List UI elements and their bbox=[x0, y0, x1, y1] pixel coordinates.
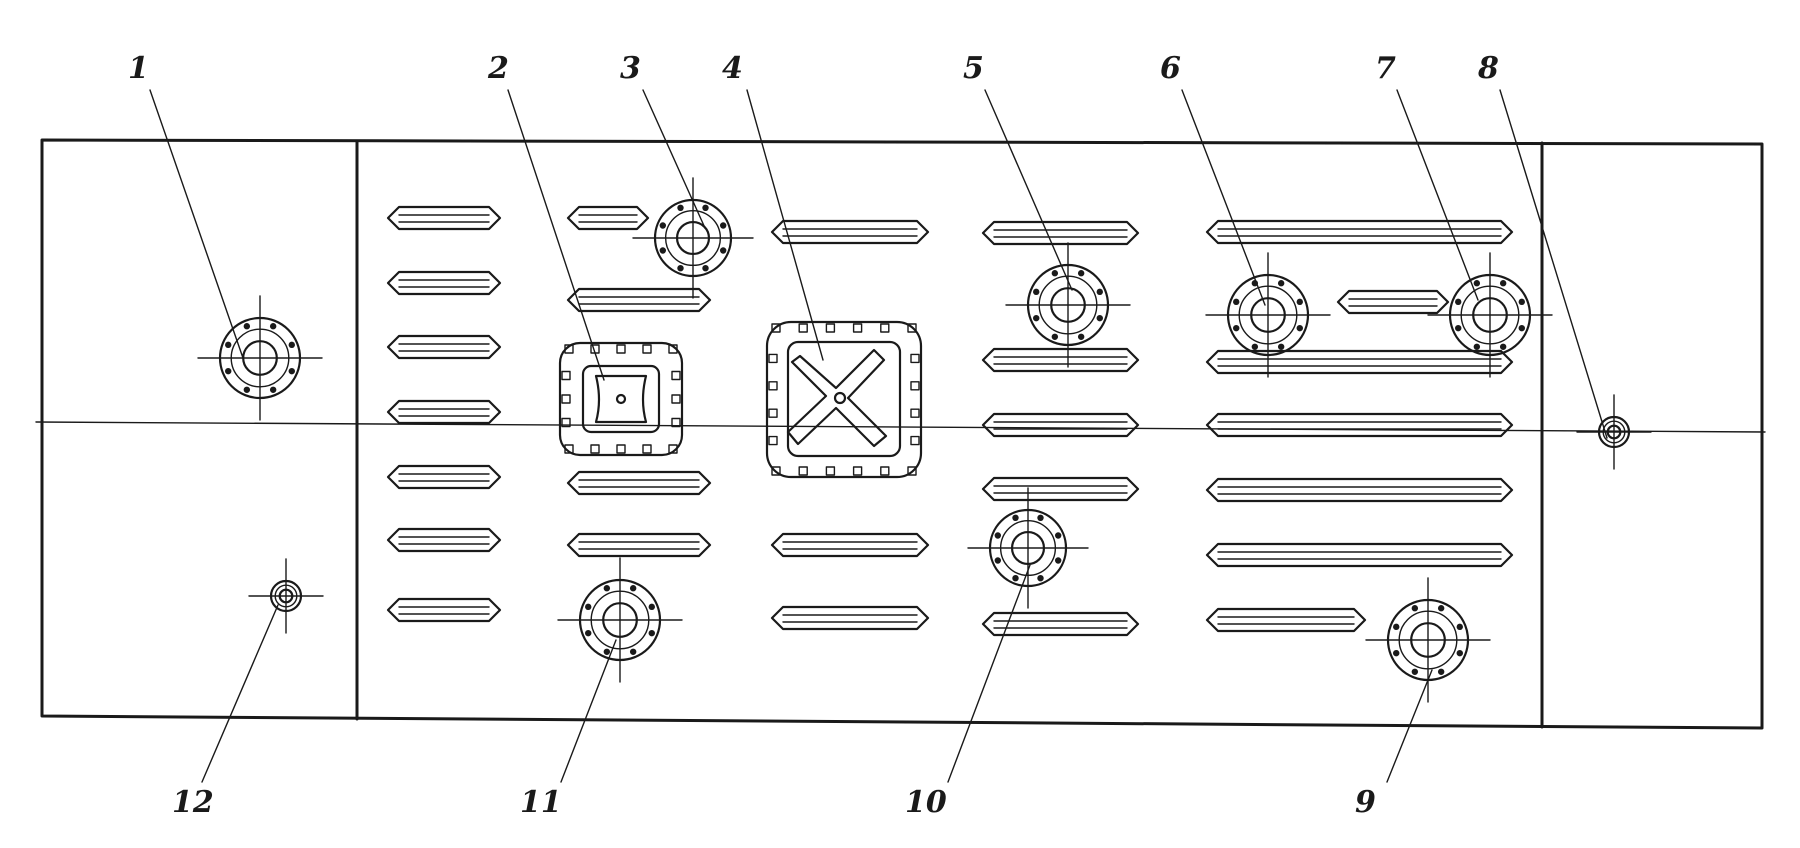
label-2: 2 bbox=[487, 51, 509, 86]
slot-opening bbox=[386, 334, 502, 360]
circular-fitting bbox=[1205, 252, 1331, 378]
circular-fitting bbox=[632, 177, 754, 299]
circular-fitting bbox=[248, 558, 324, 634]
slot-opening bbox=[1336, 289, 1450, 315]
label-5: 5 bbox=[963, 51, 984, 86]
slot-opening bbox=[770, 532, 930, 558]
flange-bolts-small bbox=[561, 344, 681, 454]
label-1: 1 bbox=[128, 51, 149, 86]
slot-opening bbox=[566, 205, 650, 231]
flange-bolts-large bbox=[768, 323, 920, 476]
circular-fitting bbox=[557, 557, 683, 683]
slot-opening bbox=[566, 287, 712, 313]
slot-opening bbox=[981, 611, 1140, 637]
slot-opening bbox=[1205, 349, 1514, 375]
panel-frame bbox=[40, 138, 1764, 730]
slot-opening bbox=[1205, 477, 1514, 503]
label-4: 4 bbox=[722, 51, 743, 86]
slot-opening bbox=[386, 399, 502, 425]
slot-opening bbox=[981, 347, 1140, 373]
slot-opening bbox=[1205, 542, 1514, 568]
slot-opening bbox=[981, 476, 1140, 502]
slot-opening bbox=[386, 205, 502, 231]
label-6: 6 bbox=[1160, 51, 1181, 86]
slot-opening bbox=[1205, 219, 1514, 245]
slot-opening bbox=[386, 527, 502, 553]
slot-opening bbox=[386, 597, 502, 623]
circular-fitting bbox=[1576, 394, 1652, 470]
slot-opening bbox=[566, 532, 712, 558]
circular-fitting bbox=[967, 487, 1089, 609]
slot-opening bbox=[770, 605, 930, 631]
slot-group bbox=[386, 205, 1514, 637]
slot-opening bbox=[566, 470, 712, 496]
slot-opening bbox=[981, 412, 1140, 438]
square-flange-large bbox=[765, 320, 923, 479]
square-flange-small bbox=[558, 341, 684, 457]
leader-lines bbox=[149, 89, 1608, 783]
label-9: 9 bbox=[1355, 785, 1376, 820]
circular-fitting bbox=[1005, 242, 1131, 368]
circular-fitting bbox=[1365, 577, 1491, 703]
label-7: 7 bbox=[1375, 51, 1396, 86]
circular-fitting bbox=[1427, 252, 1553, 378]
slot-opening bbox=[770, 219, 930, 245]
circular-fitting bbox=[197, 295, 323, 421]
fitting-group bbox=[197, 177, 1652, 703]
label-8: 8 bbox=[1477, 51, 1499, 86]
slot-opening bbox=[981, 220, 1140, 246]
slot-opening bbox=[386, 464, 502, 490]
slot-opening bbox=[1205, 607, 1367, 633]
label-12: 12 bbox=[172, 785, 214, 820]
label-10: 10 bbox=[905, 785, 947, 820]
slot-opening bbox=[386, 270, 502, 296]
label-3: 3 bbox=[620, 51, 641, 86]
callout-labels: 1 2 3 4 5 6 7 8 9 10 11 12 bbox=[128, 51, 1499, 820]
slot-opening bbox=[1205, 412, 1514, 438]
label-11: 11 bbox=[520, 785, 562, 820]
